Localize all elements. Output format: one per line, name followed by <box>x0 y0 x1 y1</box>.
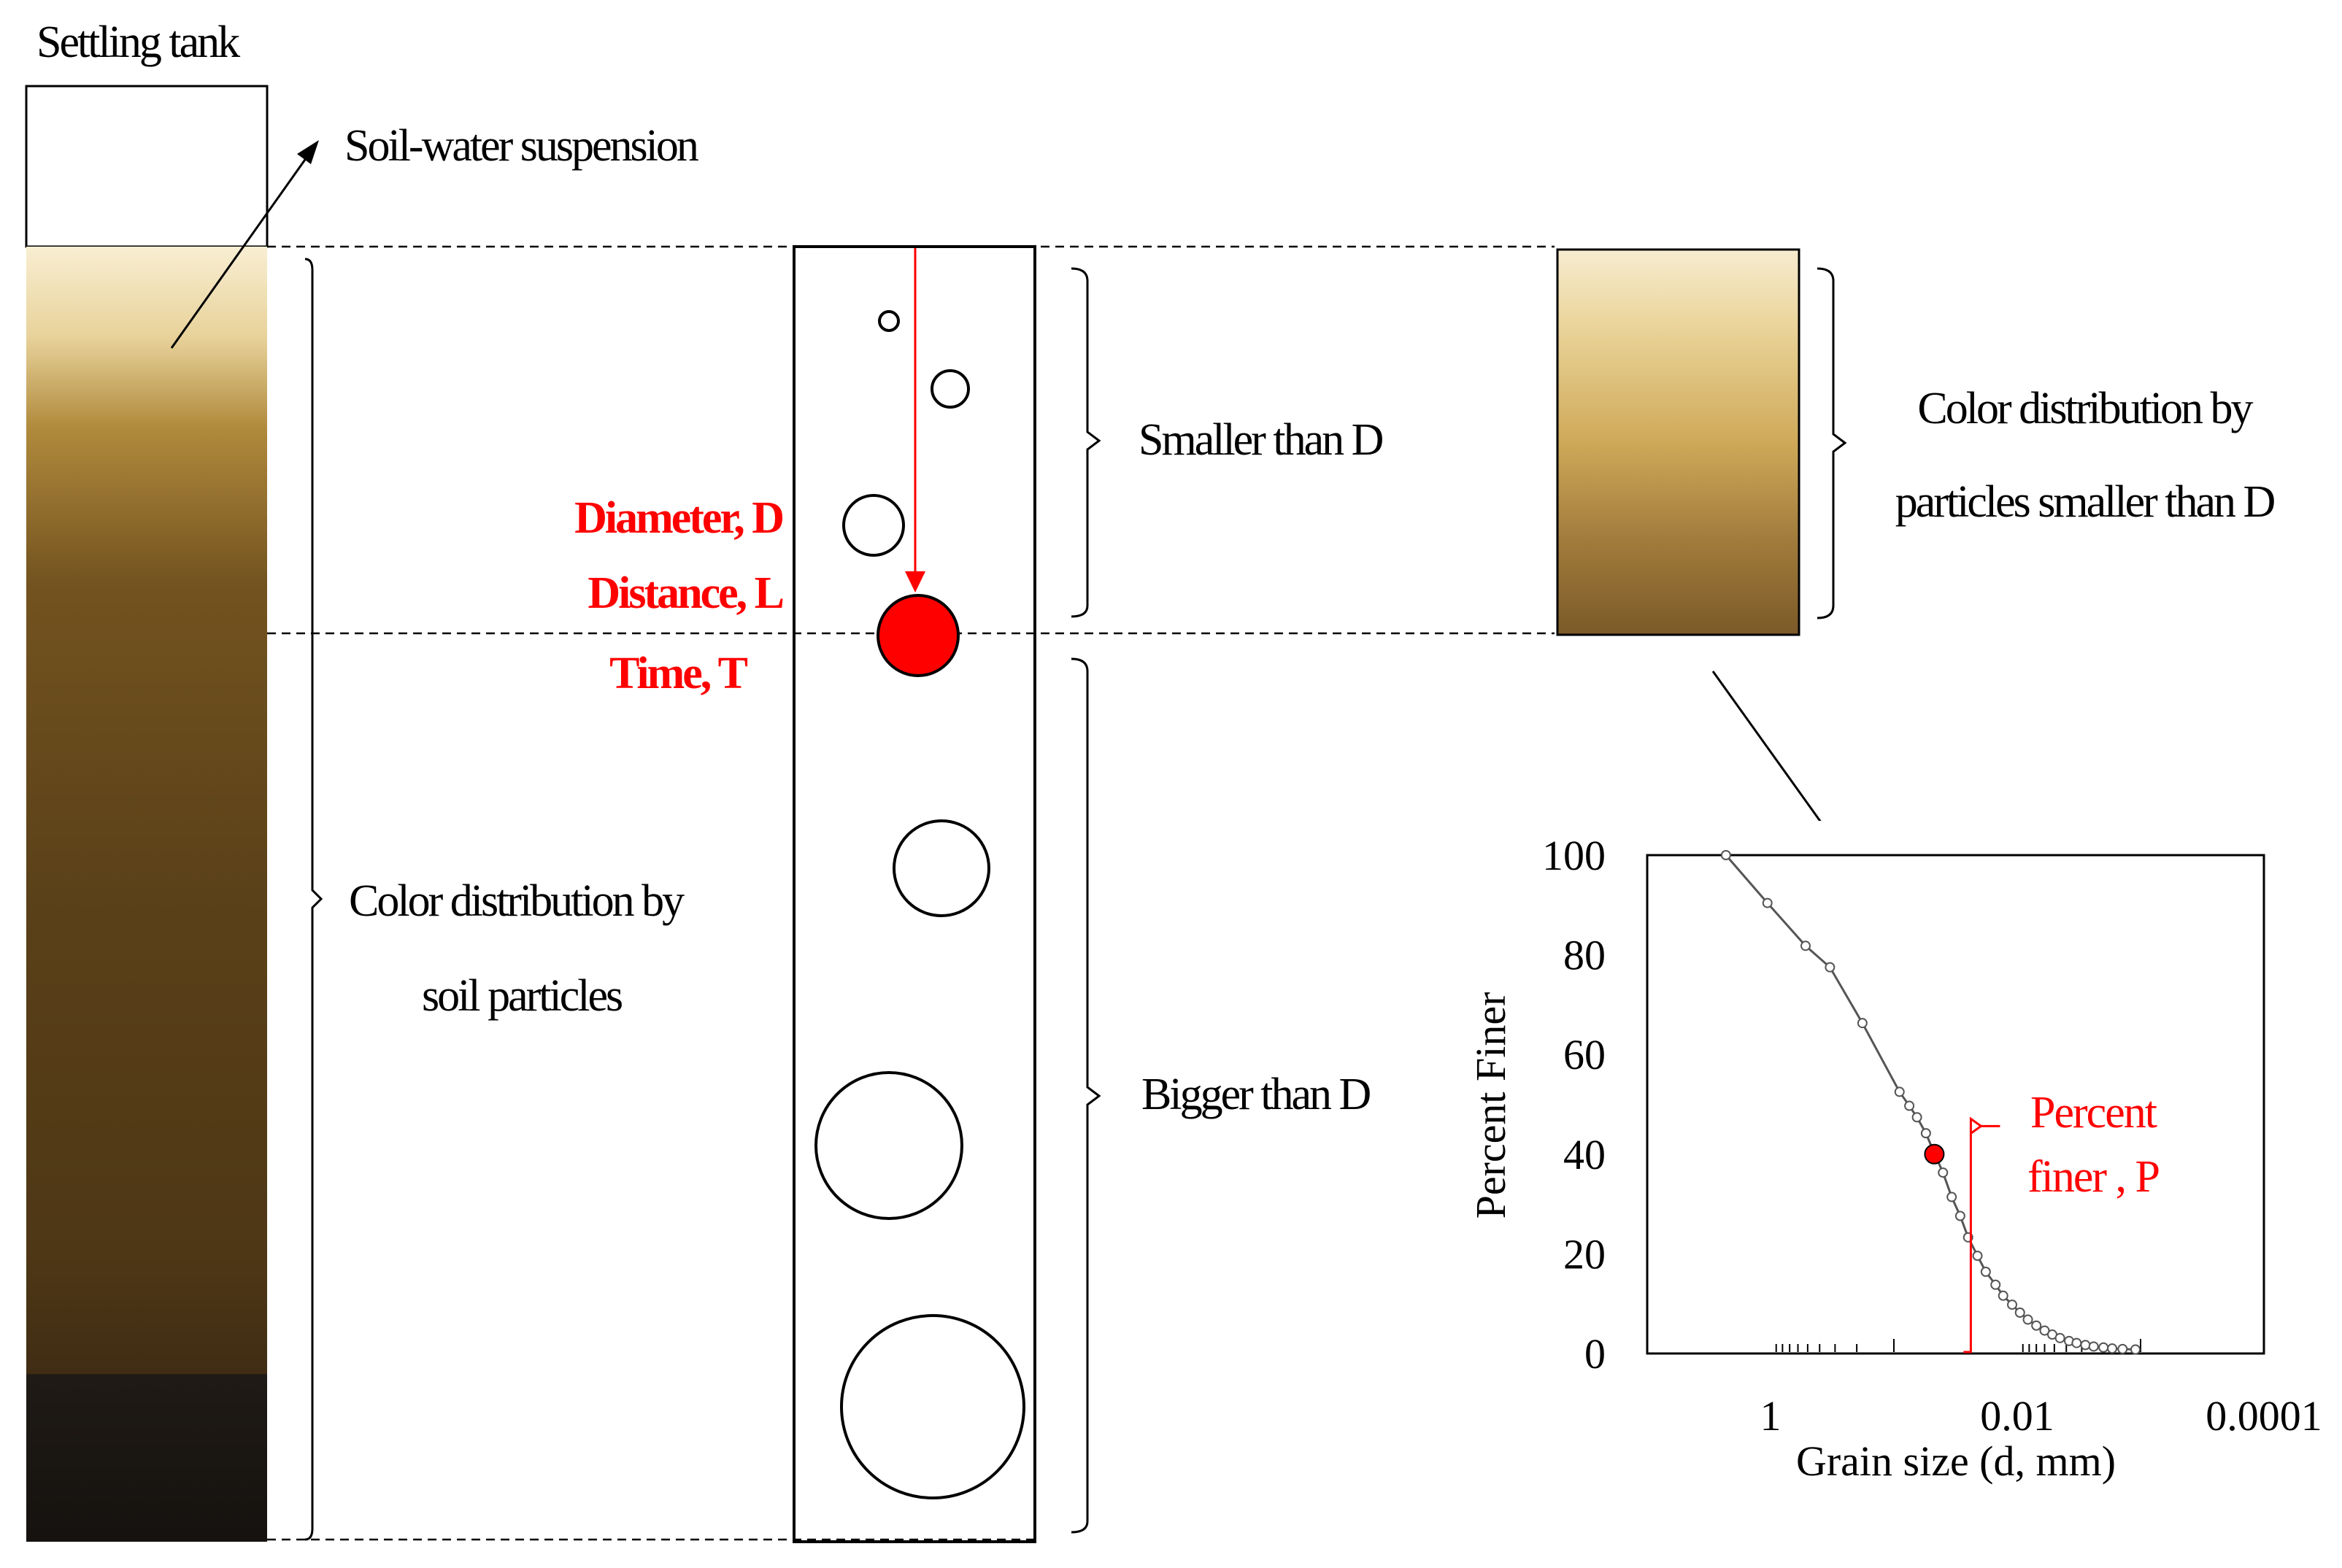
data-point <box>2080 1340 2091 1351</box>
color-dist-soil-label-2: soil particles <box>422 971 622 1021</box>
data-point <box>1998 1290 2008 1301</box>
data-point <box>1762 897 1773 908</box>
color-dist-small-label-2: particles smaller than D <box>1895 477 2275 527</box>
distance-label: Distance, L <box>588 568 782 618</box>
x-tick-labels: 1 0.01 0.0001 <box>1760 1392 2322 1440</box>
y-axis-label: Percent Finer <box>1467 992 1514 1219</box>
data-point <box>1894 1086 1905 1097</box>
settling-arrowhead-icon <box>905 571 925 592</box>
data-point <box>1825 962 1836 973</box>
data-point <box>2071 1337 2082 1348</box>
plot-area <box>1646 854 2265 1355</box>
data-point <box>1800 941 1811 951</box>
data-point <box>2007 1299 2018 1310</box>
percent-finer-label-2: finer , P <box>2027 1152 2159 1202</box>
data-point <box>1990 1279 2001 1290</box>
soil-particles-brace <box>304 258 323 1541</box>
data-point <box>2039 1325 2050 1336</box>
y-tick-label: 100 <box>1542 832 1606 879</box>
suspension-label: Soil-water suspension <box>344 121 699 171</box>
y-tick-label: 20 <box>1563 1230 1606 1278</box>
data-point <box>1720 850 1731 860</box>
x-tick-label: 0.01 <box>1980 1392 2054 1440</box>
particle-big-1 <box>893 819 990 917</box>
bigger-label: Bigger than D <box>1141 1070 1370 1119</box>
color-dist-soil-label-1: Color distribution by <box>349 876 685 926</box>
particle-small-2 <box>931 369 970 409</box>
data-point <box>1904 1100 1915 1111</box>
x-tick-label: 0.0001 <box>2206 1392 2322 1440</box>
chart-background <box>1452 821 2342 1495</box>
data-point <box>2014 1307 2025 1318</box>
bigger-brace <box>1071 657 1101 1534</box>
grading-points <box>1720 850 2141 1355</box>
diameter-label: Diameter, D <box>574 493 782 543</box>
particle-column <box>793 245 1036 1543</box>
data-point <box>2031 1320 2042 1331</box>
data-point <box>1946 1192 1957 1202</box>
percent-finer-brace <box>1963 1116 2000 1353</box>
particle-diameter-d <box>877 594 960 677</box>
y-tick-label: 40 <box>1563 1131 1606 1178</box>
suspension-arrowhead-icon <box>297 140 319 164</box>
particle-big-3 <box>840 1314 1025 1499</box>
data-point <box>2130 1344 2141 1355</box>
small-particles-color-block <box>1556 248 1800 636</box>
x-tick-label: 1 <box>1760 1392 1781 1440</box>
smaller-brace <box>1071 267 1101 618</box>
data-point <box>1911 1112 1922 1123</box>
particle-small-3 <box>842 494 905 557</box>
data-point <box>2107 1343 2118 1354</box>
data-point <box>1938 1167 1949 1178</box>
data-point <box>1972 1251 1983 1262</box>
y-tick-labels: 0 20 40 60 80 100 <box>1542 832 1606 1378</box>
data-point <box>1954 1210 1965 1221</box>
time-label: Time, T <box>609 649 748 698</box>
suspension-pointer-line <box>170 144 317 349</box>
percent-finer-point <box>1924 1143 1945 1165</box>
data-point <box>1980 1266 1991 1277</box>
settling-tank-label: Settling tank <box>36 18 240 67</box>
tank-top-empty <box>25 85 269 248</box>
y-tick-label: 80 <box>1563 932 1606 979</box>
y-tick-label: 0 <box>1584 1330 1606 1378</box>
data-point <box>2022 1314 2033 1325</box>
data-point <box>2117 1343 2128 1354</box>
y-tick-label: 60 <box>1563 1031 1606 1078</box>
x-minor-ticks <box>1775 1339 2141 1352</box>
grain-size-chart: 0 20 40 60 80 100 1 0.01 0.0001 Percent Finer G… <box>1452 821 2342 1495</box>
data-point <box>2054 1332 2065 1343</box>
data-point <box>1920 1128 1931 1139</box>
particle-big-2 <box>814 1071 963 1220</box>
color-dist-small-label-1: Color distribution by <box>1917 384 2253 433</box>
x-axis-label: Grain size (d, mm) <box>1796 1437 2116 1485</box>
small-color-brace <box>1817 267 1847 619</box>
percent-finer-label-1: Percent <box>2030 1088 2157 1138</box>
data-point <box>2098 1342 2109 1353</box>
smaller-label: Smaller than D <box>1139 415 1383 465</box>
soil-suspension-column <box>26 247 267 1542</box>
data-point <box>1857 1018 1868 1029</box>
data-point <box>2088 1341 2099 1352</box>
particle-small-1 <box>878 310 900 332</box>
